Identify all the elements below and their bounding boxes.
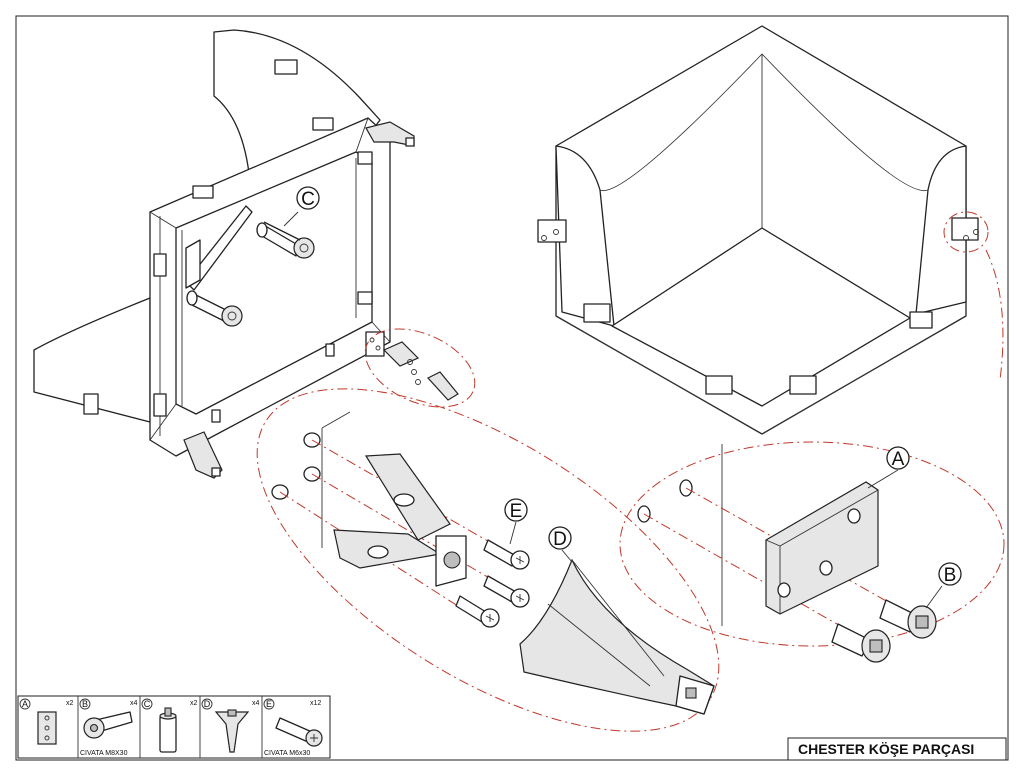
- legend-item-a: A x2: [19, 698, 74, 745]
- svg-text:A: A: [892, 449, 905, 470]
- callout-b: B: [925, 562, 962, 609]
- svg-text:CIVATA M8X30: CIVATA M8X30: [80, 750, 128, 757]
- legend-item-b: B x4 CIVATA M8X30: [79, 698, 138, 757]
- bolt-e-3: [455, 595, 500, 628]
- parts-legend: A x2 B x4 CIVATA M8X30 C x2 D: [17, 695, 331, 759]
- svg-text:E: E: [266, 699, 272, 709]
- leg-d: [519, 558, 715, 715]
- legend-item-e: E x12 CIVATA M6x30: [263, 698, 323, 757]
- svg-text:D: D: [204, 699, 211, 709]
- svg-text:B: B: [944, 565, 957, 586]
- plate-a: [765, 481, 879, 615]
- corner-detail-small: [364, 328, 476, 408]
- svg-text:CIVATA M6x30: CIVATA M6x30: [264, 750, 310, 757]
- svg-text:A: A: [22, 699, 28, 709]
- svg-text:x2: x2: [66, 700, 74, 707]
- callout-a: A: [867, 446, 910, 489]
- corner-seat-view: [537, 25, 1004, 435]
- title-block: CHESTER KÖŞE PARÇASI: [787, 737, 1007, 761]
- svg-text:E: E: [510, 501, 523, 522]
- bolt-b-2: [831, 623, 891, 663]
- bolt-e-1: [483, 539, 530, 570]
- leg-c-top: [256, 221, 315, 259]
- bolt-b-1: [879, 599, 937, 639]
- drawing-title: CHESTER KÖŞE PARÇASI: [798, 741, 974, 757]
- svg-text:x4: x4: [252, 700, 260, 707]
- plate-detail: [619, 441, 1005, 663]
- svg-text:C: C: [301, 189, 315, 210]
- leg-c-bottom: [186, 290, 243, 327]
- legend-item-c: C x2: [141, 698, 198, 753]
- callout-e: E: [504, 498, 528, 545]
- svg-text:C: C: [144, 699, 151, 709]
- legend-item-d: D x4: [201, 698, 260, 753]
- callout-d: D: [548, 526, 573, 563]
- svg-text:x12: x12: [310, 700, 321, 707]
- svg-text:x4: x4: [130, 700, 138, 707]
- frame-view: [33, 29, 415, 479]
- sheet-border: [15, 15, 1009, 761]
- svg-text:B: B: [82, 699, 88, 709]
- callout-c: C: [283, 186, 320, 227]
- svg-text:x2: x2: [190, 700, 198, 707]
- leg-detail: [256, 388, 720, 732]
- bolt-e-2: [483, 575, 530, 608]
- svg-text:D: D: [553, 529, 567, 550]
